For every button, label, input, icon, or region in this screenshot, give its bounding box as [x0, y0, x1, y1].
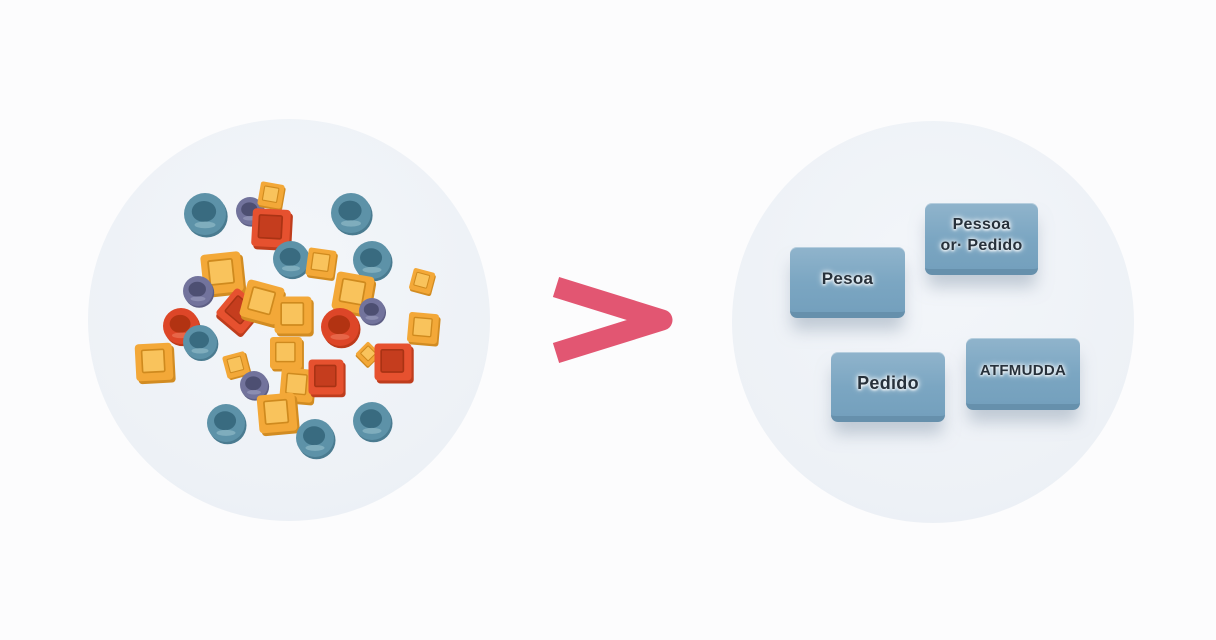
entity-label: Pedido: [857, 373, 919, 394]
teal-cap-shape: [353, 241, 393, 282]
purple-cap-shape: [183, 276, 215, 308]
teal-cap-shape: [273, 241, 311, 280]
entity-label: ATFMUDDA: [979, 362, 1067, 380]
entity-box-atfmudda: ATFMUDDA: [966, 338, 1080, 410]
yellow-tray-shape: [409, 268, 436, 297]
yellow-tray-shape: [222, 351, 252, 380]
entity-label: Pesoa: [821, 269, 874, 289]
entity-box-pessoa-or-pedido: Pessoa or· Pedido: [925, 203, 1038, 275]
entities-circle: [732, 121, 1134, 523]
yellow-tray-shape: [270, 337, 304, 372]
redtray-tray-shape: [308, 359, 346, 398]
redtray-tray-shape: [251, 208, 293, 251]
entity-box-pedido: Pedido: [831, 352, 945, 422]
teal-cap-shape: [184, 193, 228, 238]
yellow-tray-shape: [200, 251, 247, 298]
teal-cap-shape: [353, 402, 393, 443]
entity-label: or· Pedido: [940, 237, 1023, 254]
teal-cap-shape: [296, 419, 336, 460]
yellow-tray-shape: [406, 311, 441, 347]
teal-cap-shape: [207, 404, 247, 445]
greater-than-arrow-stroke: [552, 276, 673, 364]
yellow-tray-shape: [257, 181, 286, 211]
yellow-tray-shape: [256, 392, 300, 437]
yellow-tray-shape: [355, 342, 380, 368]
purple-cap-shape: [359, 298, 387, 326]
yellow-tray-shape: [134, 342, 176, 385]
redcap-cap-shape: [321, 308, 361, 349]
yellow-tray-shape: [274, 296, 314, 337]
yellow-tray-shape: [305, 247, 338, 281]
redtray-tray-shape: [374, 343, 414, 384]
teal-cap-shape: [183, 325, 219, 362]
teal-cap-shape: [331, 193, 373, 236]
entity-label: Pessoa: [952, 216, 1011, 234]
entity-box-pesoa: Pesoa: [790, 247, 905, 318]
purple-cap-shape: [240, 371, 270, 401]
